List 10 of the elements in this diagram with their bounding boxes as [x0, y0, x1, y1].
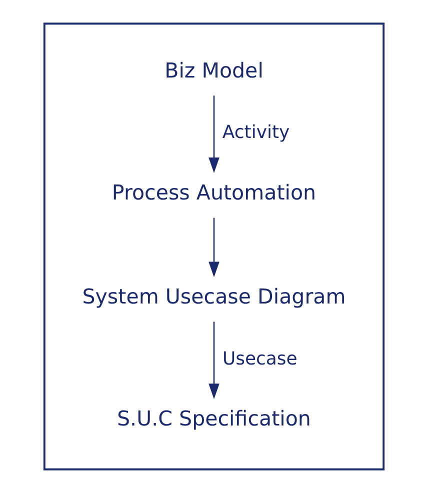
edge-label: Usecase: [222, 348, 298, 370]
arrow: [208, 96, 220, 173]
node-text: S.U.C Specification: [117, 406, 311, 430]
arrow: [208, 218, 220, 278]
cluster: [43, 22, 385, 470]
node-text: Process Automation: [112, 180, 316, 204]
arrow: [208, 322, 220, 400]
node-text: System Usecase Diagram: [82, 284, 346, 308]
edge-label: Activity: [222, 122, 290, 144]
node-text: Biz Model: [164, 58, 264, 82]
